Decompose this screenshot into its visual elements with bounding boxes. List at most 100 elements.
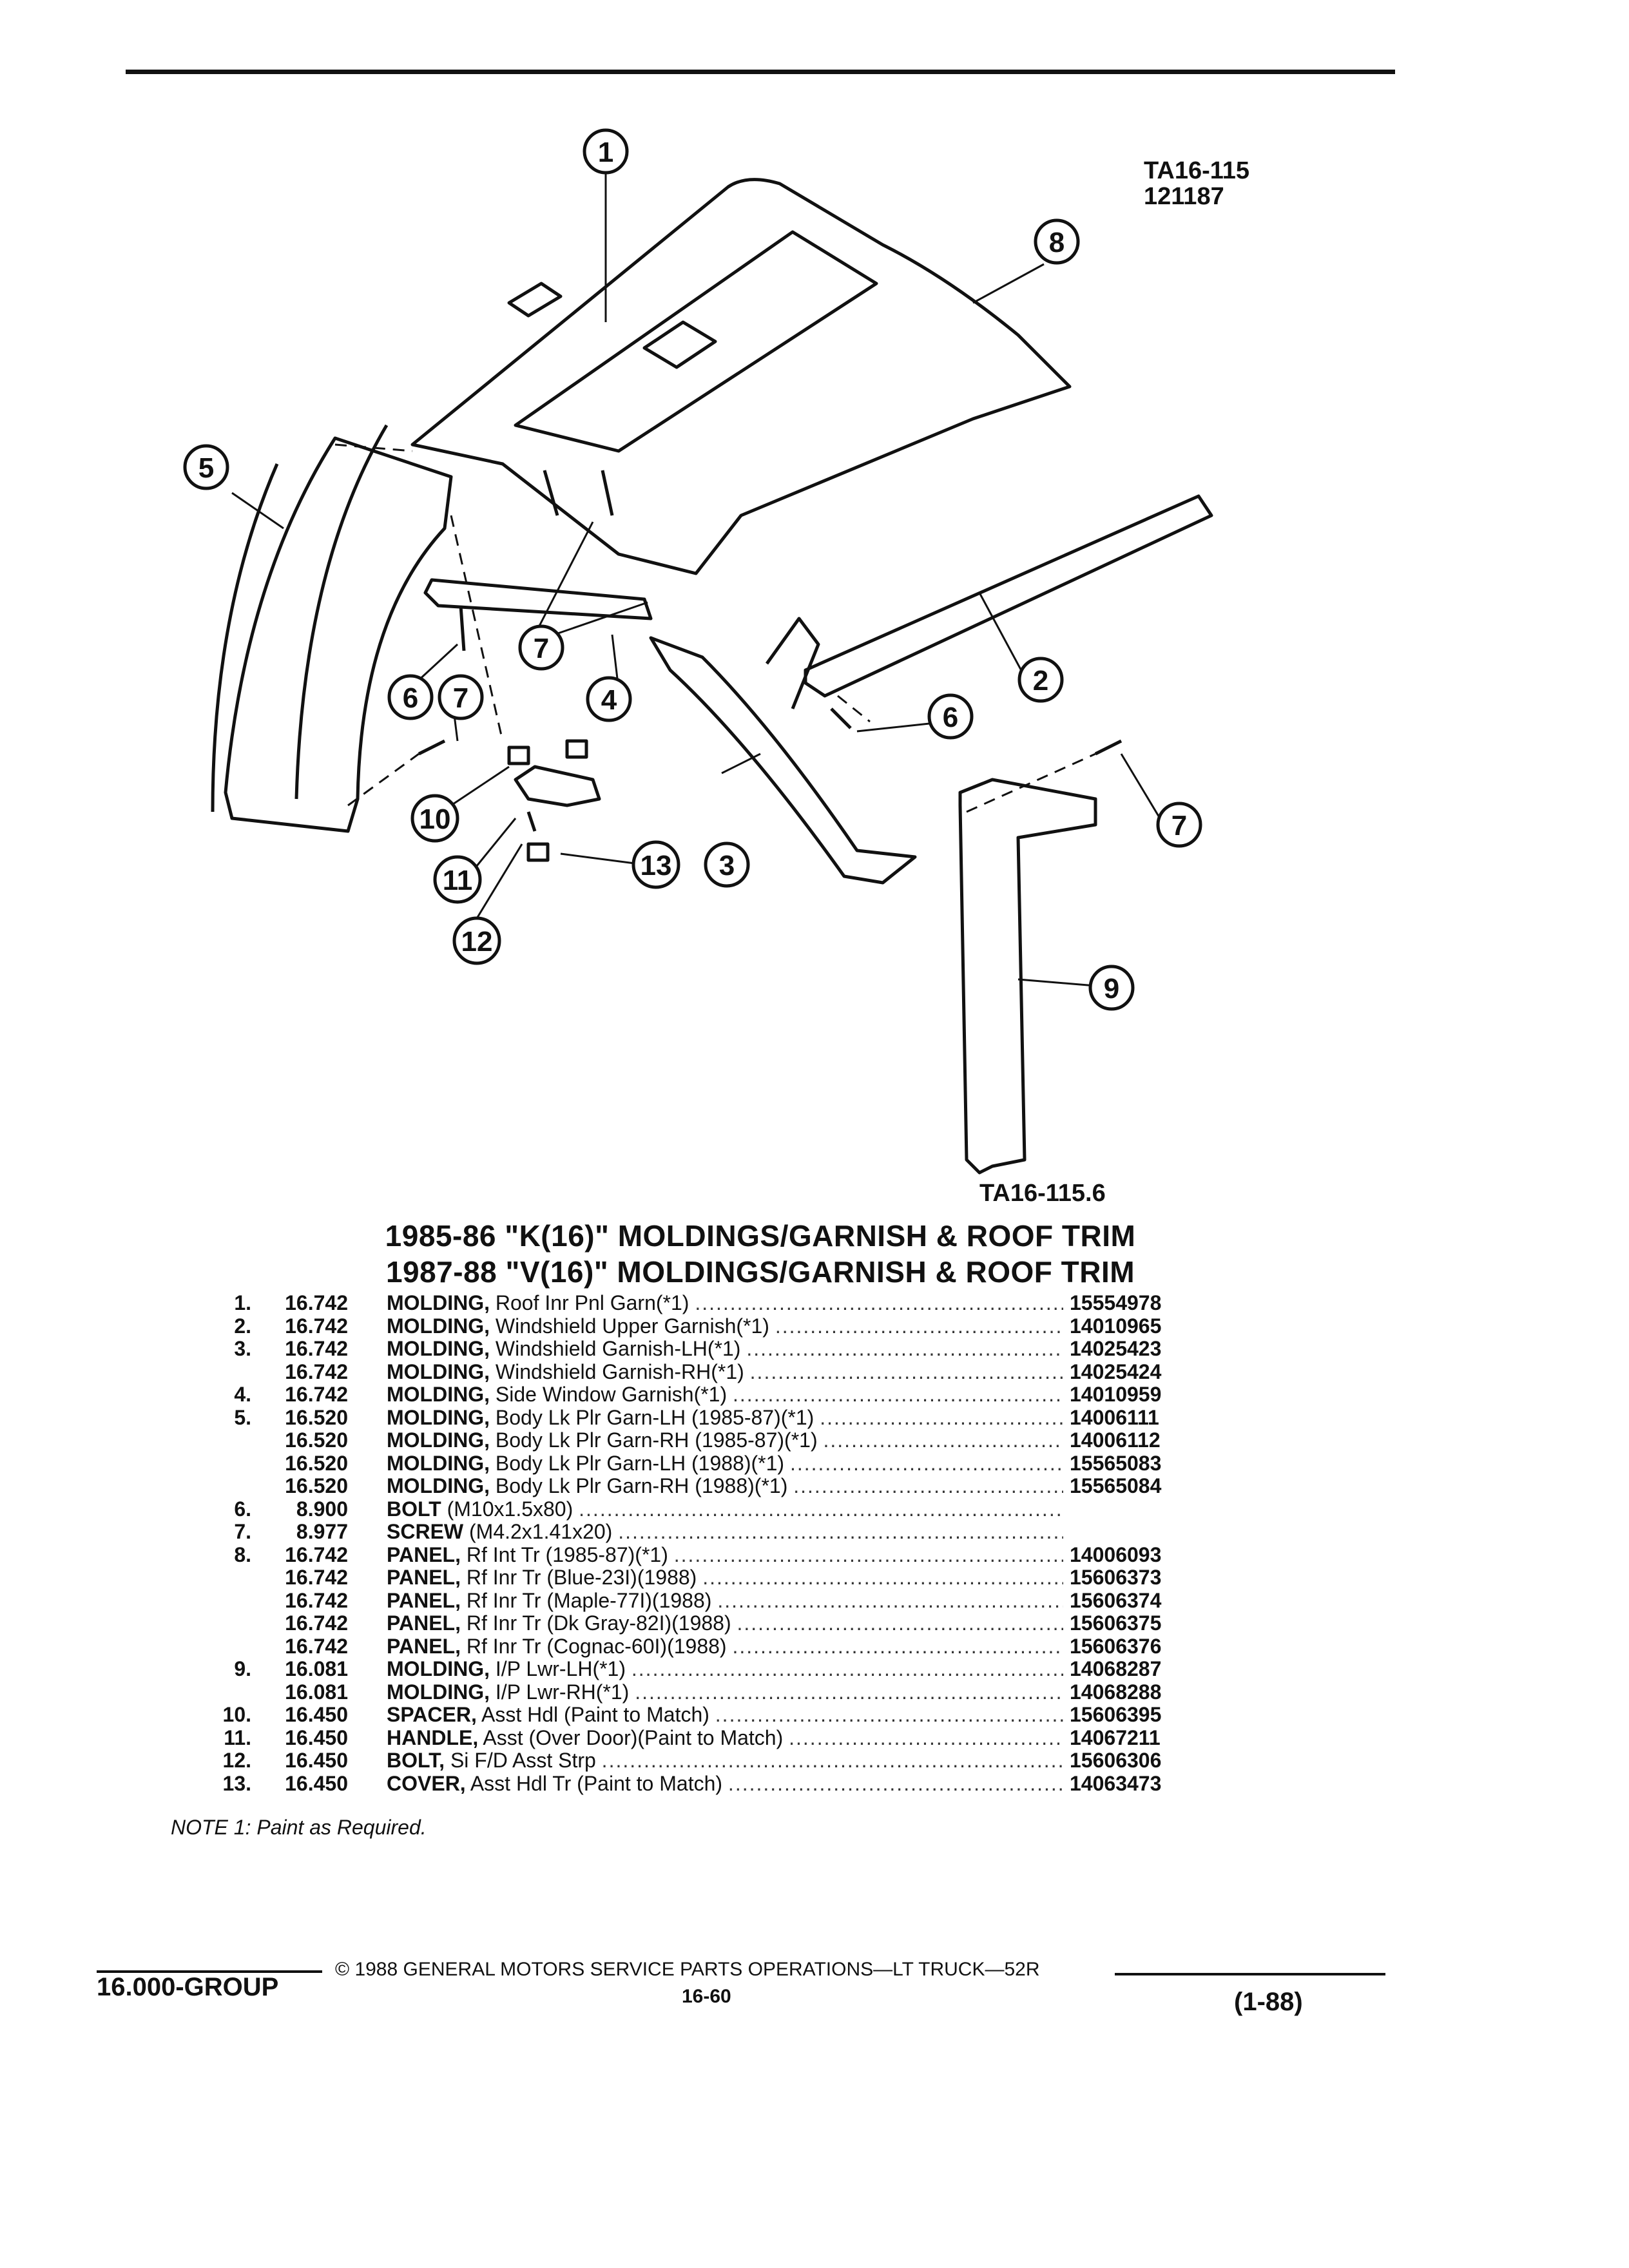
- group-number: 16.450: [285, 1771, 348, 1795]
- part-description: PANEL, Rf Int Tr (1985-87)(*1) .........…: [387, 1544, 1063, 1567]
- footer-group: 16.000-GROUP: [97, 1973, 279, 2001]
- item-number: [168, 1361, 271, 1384]
- item-number: 9.: [234, 1657, 251, 1680]
- item-number: 10.: [222, 1703, 251, 1726]
- svg-text:3: 3: [719, 850, 735, 881]
- part-name: BOLT,: [387, 1749, 445, 1772]
- roof-trim-panel: [410, 178, 1072, 575]
- leader-dots: ........................................…: [702, 1566, 1063, 1589]
- svg-text:6: 6: [403, 682, 418, 714]
- part-number: 15554978: [1070, 1291, 1162, 1314]
- part-description: BOLT, Si F/D Asst Strp .................…: [387, 1749, 1063, 1773]
- part-name: MOLDING,: [387, 1314, 490, 1338]
- svg-text:7: 7: [1171, 810, 1187, 841]
- part-name: MOLDING,: [387, 1383, 490, 1406]
- part-description: SPACER, Asst Hdl (Paint to Match) ......…: [387, 1704, 1063, 1727]
- part-number: 15606374: [1070, 1588, 1162, 1612]
- part-number: 14006112: [1070, 1428, 1161, 1452]
- part-number: 14068287: [1070, 1657, 1162, 1680]
- part-detail: I/P Lwr-RH(*1): [495, 1680, 630, 1704]
- part-detail: (M4.2x1.41x20): [469, 1521, 613, 1543]
- part-detail: Asst Hdl Tr (Paint to Match): [470, 1772, 723, 1795]
- group-number: 16.742: [285, 1588, 348, 1612]
- leader-dots: ........................................…: [715, 1704, 1063, 1726]
- part-description: BOLT (M10x1.5x80) ......................…: [387, 1498, 1063, 1521]
- svg-text:1: 1: [598, 137, 613, 168]
- part-name: MOLDING,: [387, 1658, 490, 1680]
- body-lock-pillar-garnish: [224, 436, 453, 833]
- part-description: MOLDING, Body Lk Plr Garn-RH (1988)(*1) …: [387, 1475, 1063, 1498]
- part-name: BOLT: [387, 1497, 441, 1521]
- part-number: 15565083: [1070, 1451, 1162, 1475]
- group-number: 16.520: [285, 1428, 348, 1452]
- part-number: [1063, 1521, 1231, 1544]
- part-description: MOLDING, Windshield Garnish-LH(*1) .....…: [387, 1338, 1063, 1361]
- part-number: 15606375: [1070, 1611, 1162, 1635]
- item-number: [168, 1681, 271, 1704]
- callout-4: 4: [586, 676, 632, 722]
- part-detail: Body Lk Plr Garn-RH (1988)(*1): [495, 1475, 788, 1497]
- group-number: 8.977: [296, 1520, 348, 1543]
- item-number: [168, 1566, 271, 1590]
- part-description: MOLDING, Side Window Garnish(*1) .......…: [387, 1383, 1063, 1407]
- svg-text:5: 5: [198, 452, 214, 484]
- item-number: [168, 1635, 271, 1658]
- ip-lower-molding: [958, 778, 1097, 1175]
- figure-ref-bottom: TA16-115.6: [979, 1180, 1106, 1207]
- group-number: 16.081: [285, 1680, 348, 1704]
- leader-dots: ........................................…: [823, 1429, 1064, 1452]
- footnote: NOTE 1: Paint as Required.: [171, 1816, 427, 1839]
- exploded-view-diagram: 1 8 5 7 4 2 6 7 6 10 7 11 13 3 12 9: [183, 128, 1213, 1175]
- part-name: PANEL,: [387, 1566, 461, 1589]
- group-number: 16.450: [285, 1725, 348, 1749]
- part-description: MOLDING, Body Lk Plr Garn-LH (1985-87)(*…: [387, 1407, 1063, 1430]
- group-number: 16.450: [285, 1703, 348, 1726]
- part-name: MOLDING,: [387, 1429, 490, 1452]
- group-number: 16.742: [285, 1337, 348, 1360]
- leader-dots: ........................................…: [820, 1406, 1063, 1429]
- leader-dots: ........................................…: [601, 1749, 1063, 1772]
- item-number: 8.: [234, 1542, 251, 1566]
- part-detail: Windshield Garnish-LH(*1): [495, 1338, 741, 1360]
- svg-text:10: 10: [419, 803, 451, 835]
- part-number: 14010959: [1070, 1383, 1162, 1406]
- svg-text:9: 9: [1104, 973, 1119, 1004]
- part-name: COVER,: [387, 1772, 466, 1795]
- part-name: MOLDING,: [387, 1452, 490, 1475]
- callout-11: 11: [433, 855, 482, 904]
- callout-12: 12: [452, 916, 501, 965]
- leader-dots: ........................................…: [673, 1543, 1063, 1566]
- item-number: [168, 1452, 271, 1475]
- leader-dots: ........................................…: [789, 1452, 1063, 1475]
- part-number: 15606306: [1070, 1749, 1162, 1772]
- part-detail: Roof Inr Pnl Garn(*1): [495, 1292, 689, 1314]
- group-number: 16.742: [285, 1314, 348, 1338]
- part-number: 14010965: [1070, 1314, 1162, 1338]
- side-window-garnish: [423, 578, 653, 620]
- group-number: 16.450: [285, 1749, 348, 1772]
- leader-dots: ........................................…: [732, 1635, 1063, 1658]
- footer-rule-left: [97, 1970, 322, 1973]
- part-description: PANEL, Rf Inr Tr (Cognac-60I)(1988) ....…: [387, 1635, 1063, 1658]
- part-number: 14006111: [1070, 1405, 1159, 1429]
- svg-text:6: 6: [943, 702, 958, 733]
- part-number: 15606395: [1070, 1703, 1162, 1726]
- callout-5: 5: [183, 444, 229, 490]
- part-name: MOLDING,: [387, 1360, 490, 1383]
- assist-handle: [514, 765, 601, 807]
- part-name: PANEL,: [387, 1635, 461, 1658]
- part-detail: Body Lk Plr Garn-RH (1985-87)(*1): [495, 1429, 818, 1452]
